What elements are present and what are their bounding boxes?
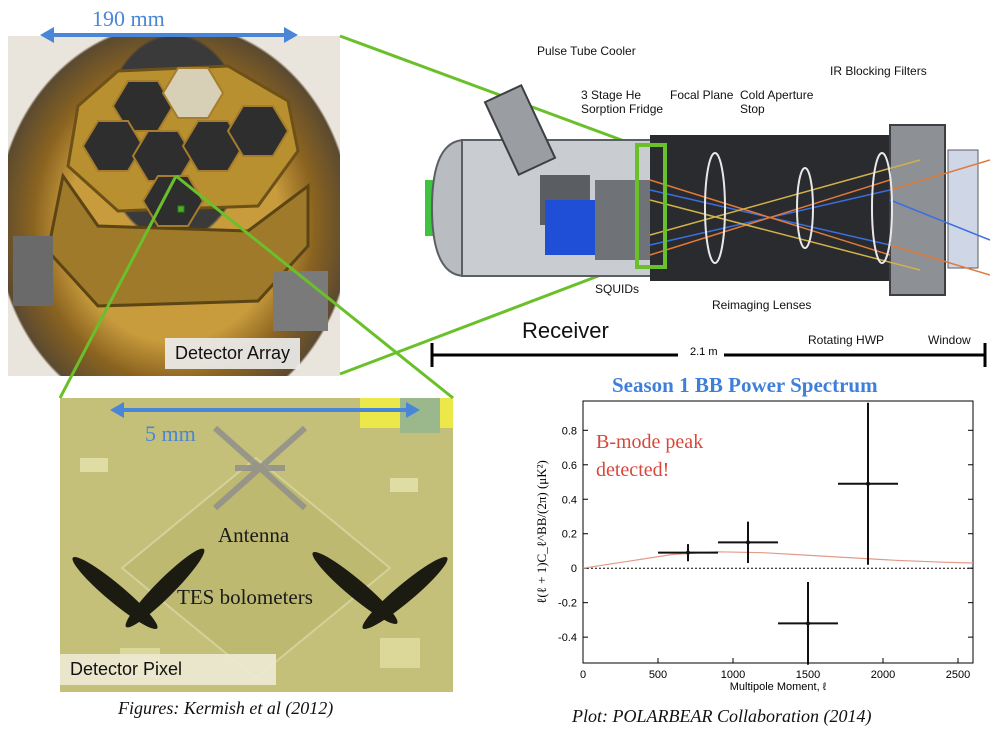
- y-tick-label: 0.8: [562, 425, 577, 437]
- plot-frame: [582, 400, 974, 664]
- y-tick-label: 0: [571, 563, 577, 575]
- data-point-marker: [806, 621, 810, 626]
- scale-bar: [430, 343, 987, 367]
- squids-label: SQUIDs: [595, 282, 640, 296]
- data-point-marker: [866, 481, 870, 486]
- detector-pixel-illustration: [60, 398, 453, 692]
- detector-pixel-label: Detector Pixel: [60, 654, 276, 685]
- chart-title: Season 1 BB Power Spectrum: [612, 373, 878, 397]
- y-tick-label: 0.6: [562, 460, 577, 472]
- x-tick-label: 0: [580, 669, 586, 681]
- model-curve: [582, 551, 974, 569]
- detector-array-photo: [8, 36, 340, 376]
- y-axis-label: ℓ(ℓ + 1)C_ℓ^BB/(2π) (μK²): [534, 460, 549, 604]
- x-tick-label: 1500: [796, 669, 820, 681]
- detector-array-illustration: [13, 64, 328, 331]
- y-tick-label: 0.2: [562, 529, 577, 541]
- ir-filters-label: IR Blocking Filters: [830, 64, 927, 78]
- y-tick-label: 0.4: [562, 494, 577, 506]
- detector-pixel-photo: [60, 398, 453, 692]
- array-width-arrow: [40, 14, 298, 43]
- detector-array-label: Detector Array: [165, 338, 301, 369]
- sorption-fridge-label: 3 Stage He Sorption Fridge: [581, 88, 664, 116]
- data-point-marker: [746, 540, 750, 545]
- tes-bolometers-label: TES bolometers: [177, 585, 313, 609]
- y-tick-label: -0.2: [558, 598, 577, 610]
- caption-right: Plot: POLARBEAR Collaboration (2014): [572, 706, 872, 726]
- pixel-width-label: 5 mm: [145, 421, 196, 446]
- receiver-diagram: [425, 83, 990, 296]
- caption-left: Figures: Kermish et al (2012): [118, 698, 334, 718]
- data-point-2: [718, 521, 778, 564]
- focal-plane-label: Focal Plane: [670, 88, 734, 102]
- x-tick-label: 2500: [946, 669, 970, 681]
- rotating-hwp-label: Rotating HWP: [808, 333, 885, 347]
- data-point-1: [658, 544, 718, 562]
- x-axis-label: Multipole Moment, ℓ: [730, 681, 827, 693]
- window-label: Window: [928, 333, 971, 347]
- x-tick-label: 2000: [871, 669, 895, 681]
- reimaging-lenses-label: Reimaging Lenses: [712, 298, 812, 312]
- pixel-width-arrow: [110, 398, 420, 427]
- y-tick-label: -0.4: [558, 632, 577, 644]
- x-tick-label: 500: [649, 669, 667, 681]
- data-point-marker: [686, 550, 690, 555]
- bmode-annotation: B-mode peak detected!: [596, 431, 704, 481]
- bb-power-spectrum-chart: -0.4 -0.2 0 0.2 0.4 0.6 0.8 0 500 1000 1500 2000 25…: [534, 400, 974, 693]
- pixel-width-arrow-svg: [110, 402, 420, 418]
- pulse-tube-label: Pulse Tube Cooler: [537, 44, 636, 58]
- array-width-arrow-svg: [40, 27, 298, 43]
- cold-aperture-label: Cold Aperture Stop: [740, 88, 814, 116]
- x-tick-label: 1000: [721, 669, 745, 681]
- receiver-title: Receiver: [522, 318, 609, 343]
- data-point-3: [778, 581, 838, 665]
- data-point-4: [838, 402, 898, 565]
- scale-bar-label: 2.1 m: [690, 346, 718, 358]
- antenna-label: Antenna: [218, 523, 290, 547]
- array-width-label: 190 mm: [92, 6, 165, 31]
